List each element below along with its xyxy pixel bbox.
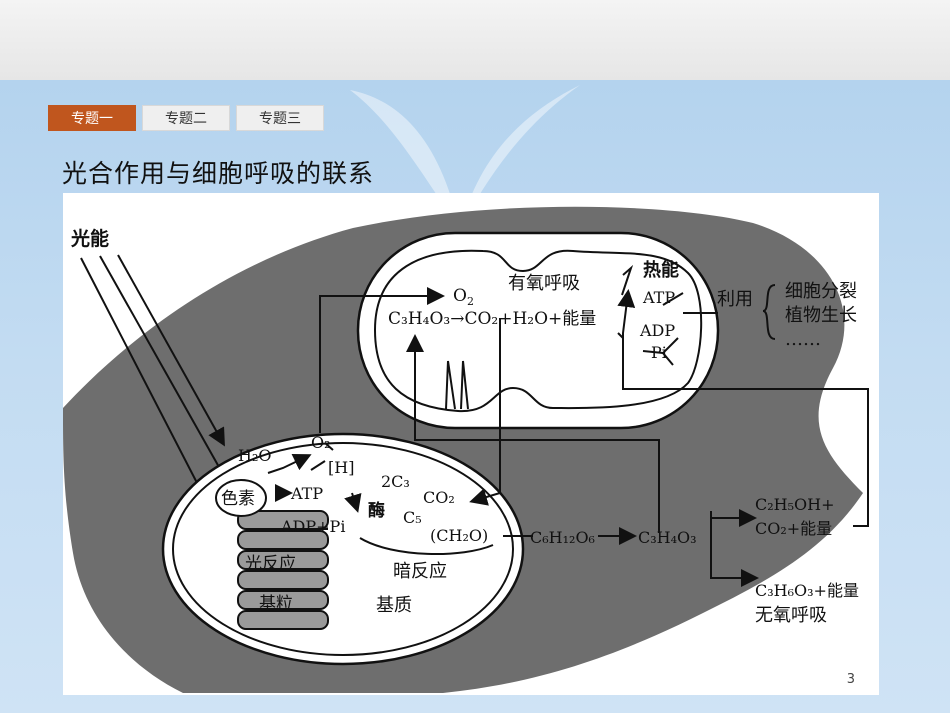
use-item-1: 细胞分裂 xyxy=(785,281,857,302)
tab-topic-3[interactable]: 专题三 xyxy=(236,105,324,131)
nadph-label: [H] xyxy=(328,458,354,477)
use-brace xyxy=(762,284,776,340)
tab-topic-2[interactable]: 专题二 xyxy=(142,105,230,131)
tab-topic-1[interactable]: 专题一 xyxy=(48,105,136,131)
pigment-label: 色素 xyxy=(221,489,255,509)
mito-adp-label: ADP xyxy=(639,321,675,340)
h2o-label: H₂O xyxy=(238,446,271,465)
photosynthesis-respiration-diagram: 光能 xyxy=(63,206,869,693)
use-item-2: 植物生长 xyxy=(785,305,857,326)
grana-label: 基粒 xyxy=(259,594,293,614)
pigment-oval xyxy=(215,479,267,517)
heat-label: 热能 xyxy=(643,259,679,281)
c5-label: C₅ xyxy=(403,508,422,527)
mito-equation-label: C₃H₄O₃→CO₂+H₂O+能量 xyxy=(388,309,596,329)
ethanol-line-2: CO₂+能量 xyxy=(755,519,832,538)
grana-stack xyxy=(237,510,329,630)
glucose-label: C₆H₁₂O₆ xyxy=(530,528,595,547)
diagram-panel: 光能 xyxy=(63,193,879,695)
pyruvate-label: C₃H₄O₃ xyxy=(638,528,697,547)
topic-tabs: 专题一 专题二 专题三 xyxy=(48,105,324,131)
anaerobic-label: 无氧呼吸 xyxy=(755,605,827,626)
use-item-3: …… xyxy=(785,329,821,350)
top-bar xyxy=(0,0,950,81)
use-label: 利用 xyxy=(717,289,753,310)
flow-arrows xyxy=(267,264,869,587)
page-number: 3 xyxy=(846,672,855,687)
chloro-o2-label: O₂ xyxy=(311,433,331,452)
mito-o2-label: O2 xyxy=(453,286,474,308)
stroma-label: 基质 xyxy=(376,595,412,616)
lactic-label: C₃H₆O₃+能量 xyxy=(755,581,859,600)
co2-label: CO₂ xyxy=(423,488,455,507)
aerobic-respiration-label: 有氧呼吸 xyxy=(508,273,580,294)
mito-atp-label: ATP xyxy=(642,288,675,307)
c3-label: 2C₃ xyxy=(381,472,410,491)
enzyme-label: 酶 xyxy=(368,500,385,521)
chloro-atp-label: ATP xyxy=(290,484,323,503)
light-reaction-label: 光反应 xyxy=(245,554,296,574)
ethanol-line-1: C₂H₅OH+ xyxy=(755,495,835,514)
mito-pi-label: Pi xyxy=(651,343,667,362)
dark-reaction-label: 暗反应 xyxy=(393,561,447,582)
slide-title: 光合作用与细胞呼吸的联系 xyxy=(62,159,375,188)
ch2o-label: (CH₂O) xyxy=(430,526,488,545)
adp-pi-label: ADP+Pi xyxy=(280,517,345,536)
light-energy-label: 光能 xyxy=(70,227,109,250)
